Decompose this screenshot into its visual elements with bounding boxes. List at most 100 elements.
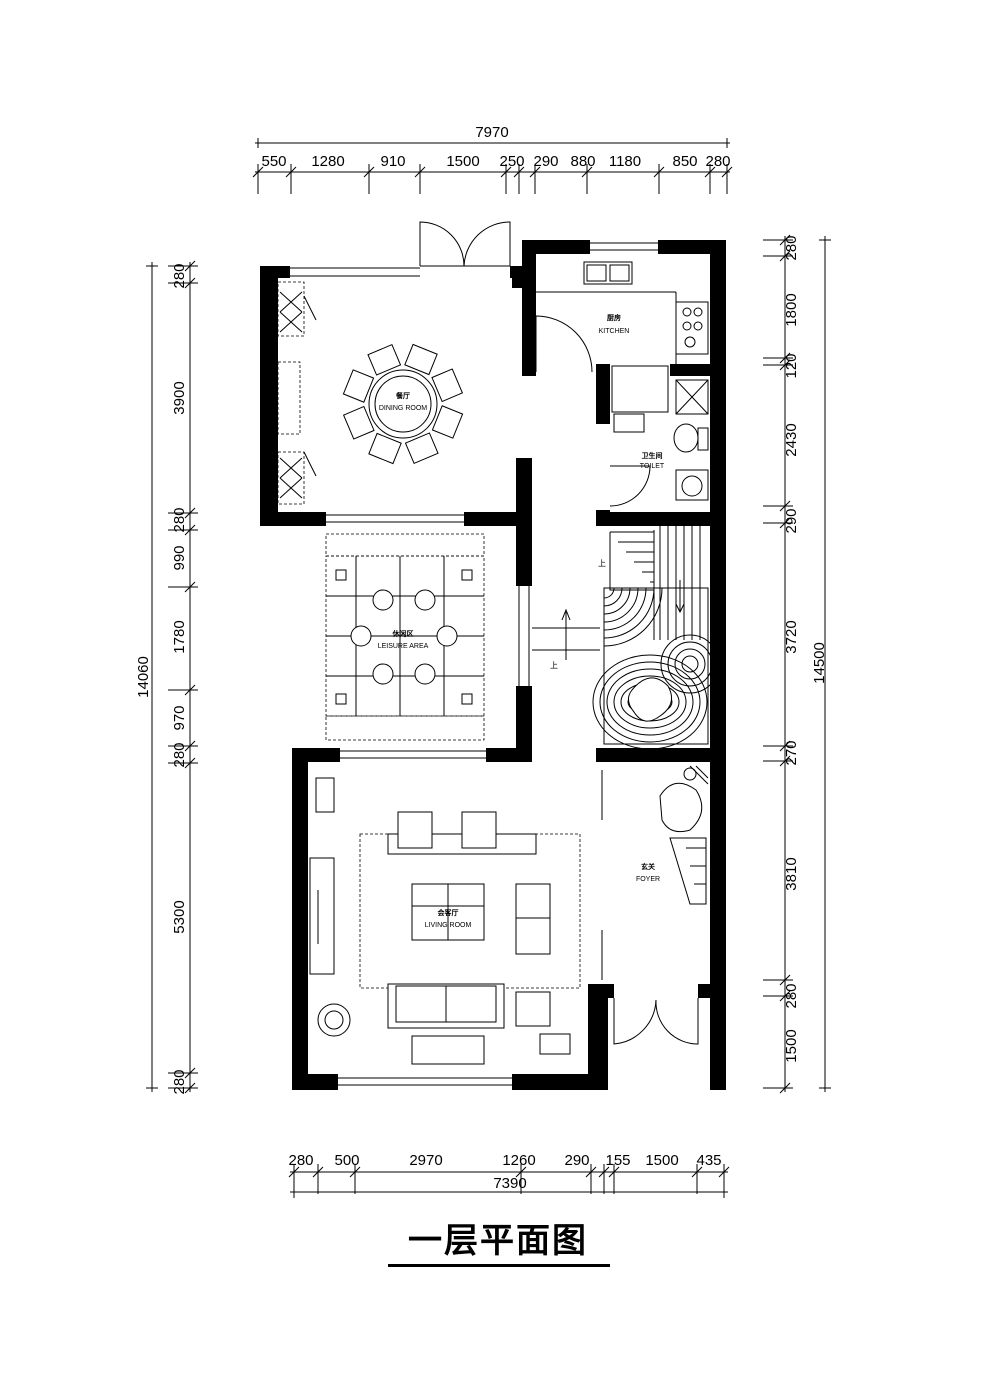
kitchen-stove — [675, 301, 709, 355]
left-dim-2: 3900 — [171, 381, 188, 414]
kitchen-fixtures — [536, 261, 709, 413]
top-dim-4: 1500 — [446, 153, 479, 170]
living-label-cn: 会客厅 — [438, 908, 459, 917]
bottom-dimension: 280 500 2970 1260 290 155 1500 435 7390 — [288, 1152, 730, 1198]
bottom-dim-4: 1260 — [502, 1152, 535, 1169]
dining-chair — [342, 405, 375, 440]
bottom-dim-1: 280 — [288, 1152, 313, 1169]
leisure-label-cn: 休闲区 — [392, 629, 414, 638]
stairs: 上 上 — [532, 526, 720, 750]
stool — [372, 589, 394, 611]
foyer-chair — [659, 782, 703, 833]
foyer-label-en: FOYER — [636, 876, 660, 883]
right-dim-9: 280 — [783, 983, 800, 1008]
garden-rock — [628, 677, 673, 722]
right-dim-7: 270 — [783, 740, 800, 765]
left-dim-7: 280 — [171, 742, 188, 767]
top-dim-3: 910 — [380, 153, 405, 170]
tv-cabinet — [309, 857, 335, 975]
top-dimension: 7970 550 1280 910 1500 250 290 880 1180 … — [252, 124, 733, 194]
stool — [414, 589, 436, 611]
bottom-dim-5: 290 — [564, 1152, 589, 1169]
floor-lamp — [317, 1003, 351, 1037]
toilet-label-cn: 卫生间 — [642, 451, 663, 460]
stool — [372, 663, 394, 685]
kitchen-fridge — [611, 365, 669, 413]
kitchen-label-en: KITCHEN — [599, 328, 630, 335]
dining-chair — [404, 343, 438, 376]
top-dim-8: 1180 — [609, 153, 641, 170]
living-label-en: LIVING ROOM — [425, 922, 472, 929]
bottom-total-dim: 7390 — [493, 1175, 526, 1192]
toilet-bowl — [673, 423, 699, 453]
leisure-furniture — [325, 533, 485, 741]
left-dim-5: 1780 — [171, 620, 188, 653]
left-dim-4: 990 — [171, 545, 188, 570]
bottom-dim-7: 1500 — [645, 1152, 678, 1169]
left-dim-9: 280 — [171, 1069, 188, 1094]
stool — [436, 625, 458, 647]
left-dim-8: 5300 — [171, 900, 188, 933]
dining-label-cn: 餐厅 — [395, 391, 410, 400]
left-dim-3: 280 — [171, 507, 188, 532]
kitchen-label-cn: 厨房 — [607, 313, 621, 322]
foyer-furniture — [659, 765, 709, 905]
washbasin — [681, 475, 703, 497]
top-dim-10: 280 — [705, 153, 730, 170]
right-dim-2: 1800 — [783, 293, 800, 326]
shoe-cabinet — [669, 837, 707, 905]
openings — [290, 221, 699, 1086]
top-dim-1: 550 — [261, 153, 286, 170]
dining-chair — [431, 368, 464, 403]
bottom-dim-8: 435 — [696, 1152, 721, 1169]
armchair-left — [397, 811, 433, 849]
right-dim-3: 120 — [783, 353, 800, 378]
top-dim-9: 850 — [672, 153, 697, 170]
plan-title: 一层平面图 — [408, 1221, 588, 1261]
dining-chair — [368, 432, 402, 465]
living-furniture — [309, 777, 581, 1065]
foyer-label-cn: 玄关 — [641, 862, 655, 871]
right-dimension: 14500 280 1800 120 2430 290 3720 270 381… — [763, 234, 831, 1094]
right-dim-6: 3720 — [783, 620, 800, 653]
top-total-dim: 7970 — [475, 124, 508, 141]
armchair-right — [461, 811, 497, 849]
right-dim-5: 290 — [783, 508, 800, 533]
toilet-label-en: TOILET — [640, 463, 665, 470]
left-total-dim: 14060 — [135, 656, 152, 698]
top-dim-6: 290 — [533, 153, 558, 170]
dining-chair — [404, 432, 439, 465]
stair-label-up-2: 上 — [550, 661, 558, 670]
left-dim-6: 970 — [171, 705, 188, 730]
dining-chair — [431, 405, 464, 439]
top-dim-5: 250 — [499, 153, 524, 170]
drawing-title: 一层平面图 — [388, 1221, 610, 1267]
kitchen-sink — [583, 261, 633, 285]
left-dim-1: 280 — [171, 263, 188, 288]
side-sofa — [515, 883, 551, 955]
right-dim-1: 280 — [783, 235, 800, 260]
bottom-dim-2: 500 — [334, 1152, 359, 1169]
leisure-label-en: LEISURE AREA — [378, 643, 429, 650]
dining-furniture — [277, 281, 464, 505]
right-total-dim: 14500 — [811, 642, 828, 684]
top-dim-7: 880 — [570, 153, 595, 170]
bottom-dim-3: 2970 — [409, 1152, 442, 1169]
room-labels: 厨房 KITCHEN 餐厅 DINING ROOM 卫生间 TOILET 休闲区… — [378, 313, 665, 929]
stool — [414, 663, 436, 685]
dining-label-en: DINING ROOM — [379, 405, 427, 412]
dining-chair — [342, 369, 375, 403]
stool — [350, 625, 372, 647]
stair-label-up-1: 上 — [598, 559, 606, 568]
right-dim-10: 1500 — [783, 1029, 800, 1062]
top-dim-2: 1280 — [311, 153, 344, 170]
walls — [260, 240, 726, 1090]
bottom-dim-6: 155 — [605, 1152, 630, 1169]
left-dimension: 14060 280 3900 280 990 1780 970 280 5300… — [135, 260, 198, 1095]
right-dim-8: 3810 — [783, 857, 800, 890]
toilet-fixtures — [613, 379, 709, 501]
dining-chair — [367, 343, 402, 376]
right-dim-4: 2430 — [783, 423, 800, 456]
dining-table — [368, 369, 438, 439]
